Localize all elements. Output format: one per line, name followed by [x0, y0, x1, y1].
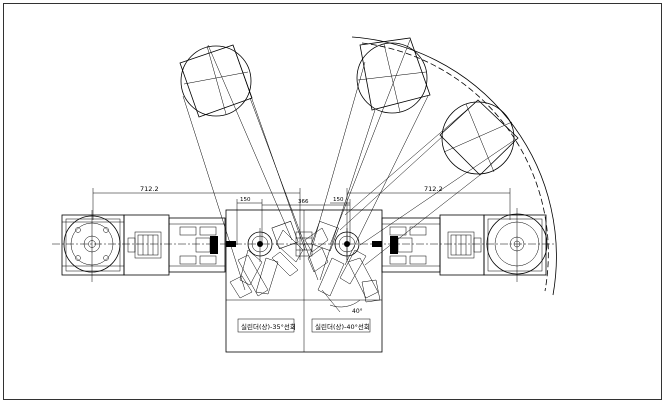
left-rotary-head	[229, 220, 304, 299]
turntable-arc	[351, 36, 557, 296]
right-drive-unit	[439, 214, 485, 276]
right-rotary-head	[304, 220, 381, 303]
swing-angle-marker	[321, 289, 361, 313]
caption-right: 실린더(상)-40°선회	[315, 322, 370, 331]
left-frame-rails	[168, 217, 226, 273]
upper-roller-left	[179, 44, 253, 118]
upper-roller-right	[439, 99, 519, 176]
left-drive-unit	[123, 214, 170, 276]
right-end-roller	[483, 208, 548, 282]
center-section-frame	[225, 209, 383, 353]
caption-box-right	[311, 318, 371, 333]
right-frame-rails	[381, 217, 441, 273]
left-end-roller	[61, 210, 125, 282]
angle-label: 40°	[352, 308, 363, 315]
center-roller-pack	[226, 231, 382, 257]
caption-box-left	[237, 318, 295, 333]
dim-right-inner: 150	[333, 197, 344, 203]
dim-right-span: 712.2	[424, 185, 443, 193]
caption-left: 실린더(상)-35°선회	[241, 322, 296, 331]
dim-center-gap: 366	[298, 199, 309, 205]
upper-roller-middle	[356, 37, 431, 114]
dim-left-span: 712.2	[140, 185, 159, 193]
drawing-frame	[3, 3, 662, 400]
dim-left-inner: 150	[240, 197, 251, 203]
